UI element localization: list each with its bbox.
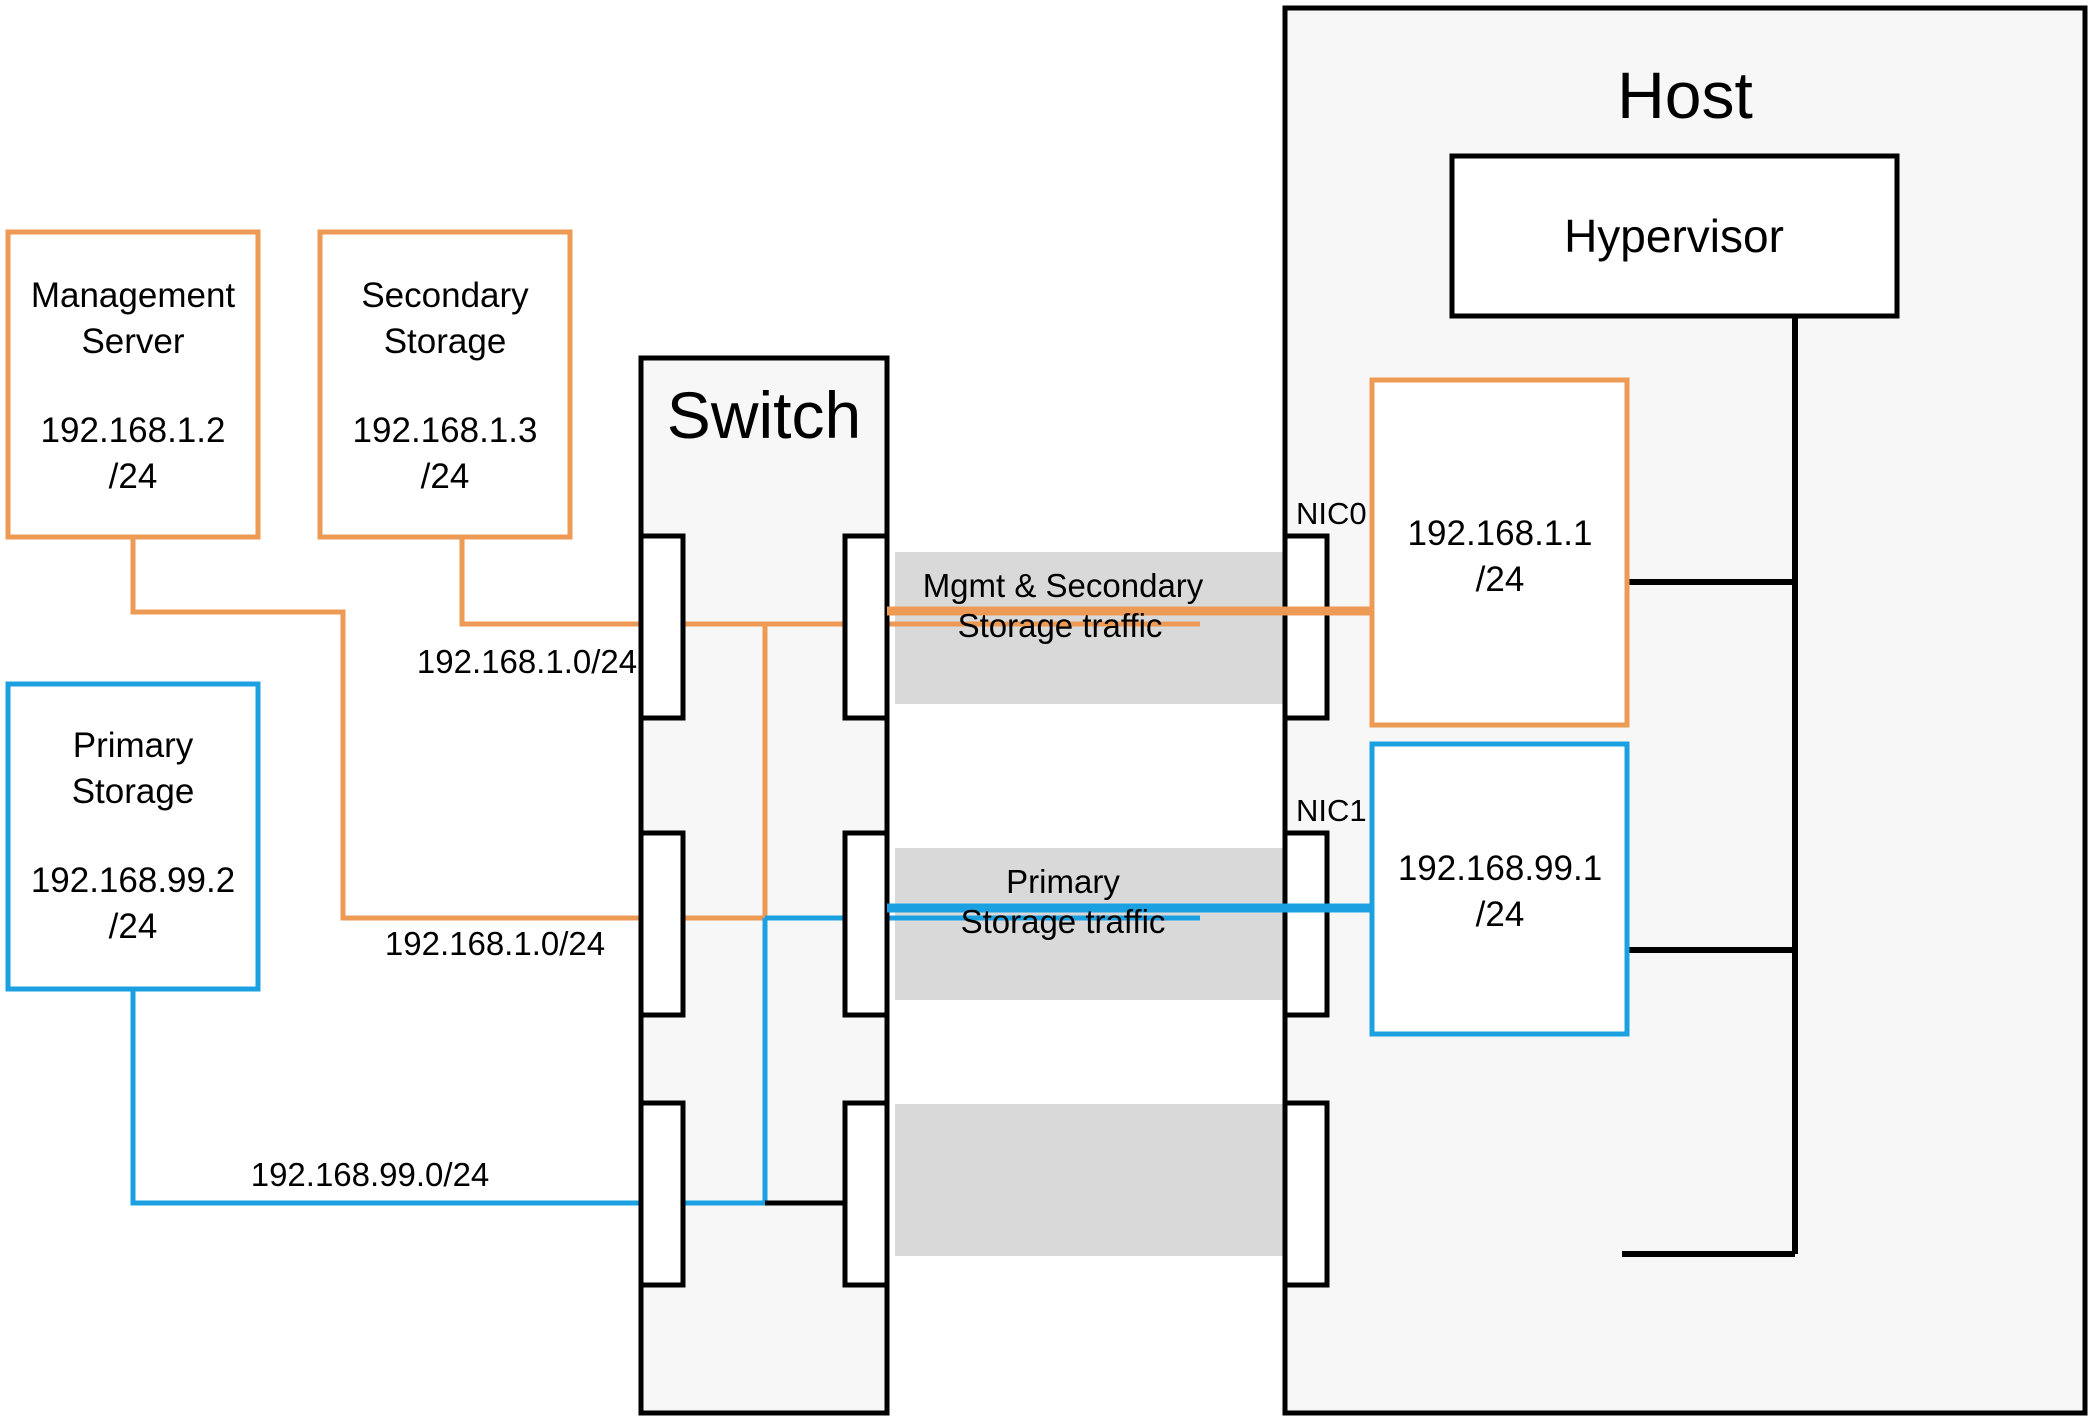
nic0-label: NIC0 (1296, 496, 1367, 531)
subnet-label-3: 192.168.99.0/24 (251, 1156, 490, 1193)
lane-mgmt-secondary-band (895, 552, 1285, 704)
host-nic0-mask: /24 (1476, 560, 1525, 599)
host-nic0-port[interactable] (1282, 533, 1330, 721)
secondary-storage-mask: /24 (421, 457, 470, 496)
hypervisor-box (1449, 153, 1900, 319)
host-title: Host (1617, 58, 1753, 132)
lane-mgmt-secondary-label-line1: Mgmt & Secondary (923, 567, 1204, 604)
subnet-label-1: 192.168.1.0/24 (417, 643, 637, 680)
hypervisor-nic-trunk (1622, 316, 1798, 1257)
management-server-name-line1: Management (31, 276, 236, 315)
host-nic0-ip-box[interactable] (1369, 377, 1630, 728)
link-management-server (130, 537, 641, 921)
primary-storage-box[interactable] (5, 681, 261, 992)
management-server-ip: 192.168.1.2 (41, 411, 226, 450)
management-server-box[interactable] (5, 229, 261, 540)
link-secondary-storage (459, 537, 641, 627)
primary-storage-name-line1: Primary (73, 726, 194, 765)
host-nic2-port[interactable] (1282, 1100, 1330, 1288)
subnet-label-2: 192.168.1.0/24 (385, 925, 605, 962)
switch-port-right-1[interactable] (842, 533, 890, 721)
switch-port-right-3[interactable] (842, 1100, 890, 1288)
secondary-storage-name-line1: Secondary (361, 276, 529, 315)
primary-storage-ip: 192.168.99.2 (31, 861, 235, 900)
host-nic1-ip: 192.168.99.1 (1398, 849, 1602, 888)
management-server-mask: /24 (109, 457, 158, 496)
switch-port-left-2[interactable] (638, 830, 686, 1018)
management-server-name-line2: Server (81, 322, 184, 361)
switch-port-left-1[interactable] (638, 533, 686, 721)
secondary-storage-name-line2: Storage (384, 322, 507, 361)
host-nic1-port[interactable] (1282, 830, 1330, 1018)
lane-mgmt-secondary-label-line2: Storage traffic (958, 607, 1163, 644)
nic1-label: NIC1 (1296, 793, 1367, 828)
host-nic0-ip: 192.168.1.1 (1408, 514, 1593, 553)
switch-port-right-2[interactable] (842, 830, 890, 1018)
host-nic1-ip-box[interactable] (1369, 741, 1630, 1037)
lane-primary-label-line1: Primary (1006, 863, 1120, 900)
secondary-storage-ip: 192.168.1.3 (353, 411, 538, 450)
link-primary-storage (130, 989, 641, 1206)
host-nic1-mask: /24 (1476, 895, 1525, 934)
secondary-storage-box[interactable] (317, 229, 573, 540)
lane-primary-label-line2: Storage traffic (961, 903, 1166, 940)
switch-port-left-3[interactable] (638, 1100, 686, 1288)
hypervisor-label: Hypervisor (1564, 210, 1784, 262)
primary-storage-name-line2: Storage (72, 772, 195, 811)
switch-title: Switch (667, 378, 861, 452)
primary-storage-mask: /24 (109, 907, 158, 946)
lane-third-band (895, 1104, 1285, 1256)
lane-primary-band (895, 848, 1285, 1000)
